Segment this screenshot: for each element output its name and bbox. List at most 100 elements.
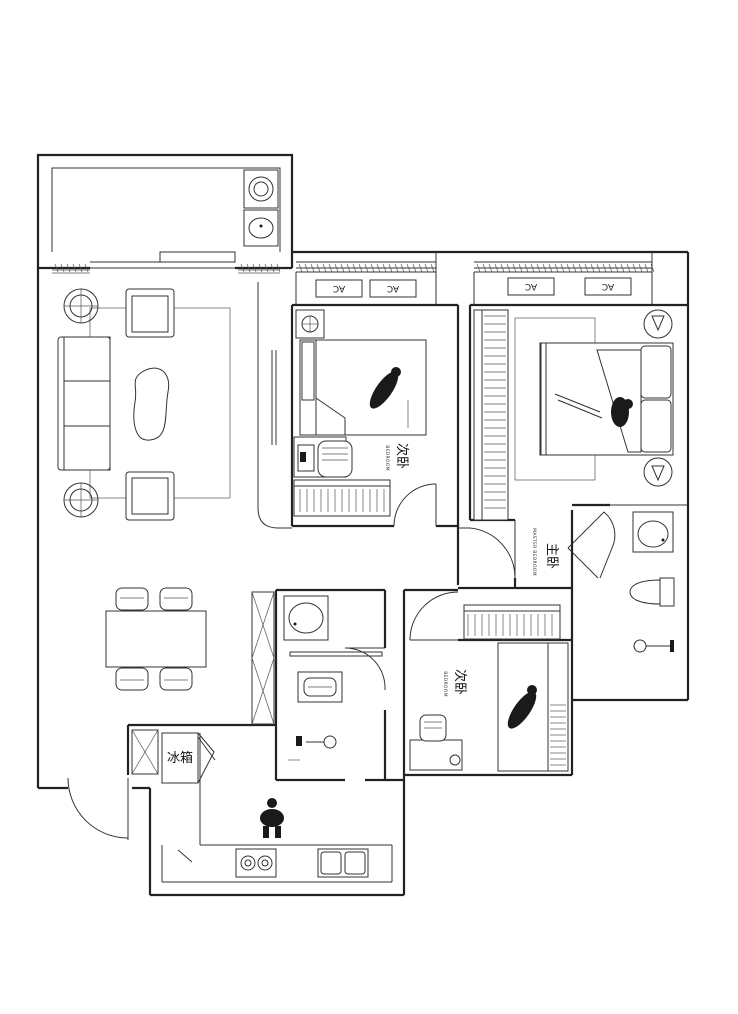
master-bath-toilet (629, 577, 675, 607)
window-hatch-mark (608, 263, 613, 273)
window-hatch-mark (590, 263, 595, 273)
window-hatch-mark (424, 263, 429, 273)
ac-label-3: AC (525, 281, 537, 291)
top-bedroom-desk (293, 436, 353, 478)
dining-table (105, 610, 207, 668)
master-bed (539, 342, 674, 456)
coffee-table (133, 367, 170, 441)
window-hatch-mark (548, 263, 553, 273)
balcony-sink (243, 209, 279, 247)
window-hatch-mark (346, 263, 351, 273)
guest-bath-sink (283, 595, 329, 641)
tall-cabinet (251, 591, 275, 725)
guest-bath-shower (288, 735, 337, 761)
window-hatch-mark (488, 263, 493, 273)
window-hatch-mark (638, 263, 643, 273)
room-en-second-bedroom-bottom: BEDROOM (442, 671, 448, 697)
window-hatch-mark (358, 263, 363, 273)
window-hatch-mark (328, 263, 333, 273)
window-hatch-mark (364, 263, 369, 273)
top-bedroom-nightstand (295, 309, 325, 339)
window-hatch-mark (340, 263, 345, 273)
window-hatch-mark (334, 263, 339, 273)
window-hatch-mark (370, 263, 375, 273)
top-bedroom-bed (299, 339, 427, 436)
window-hatch-mark (276, 263, 281, 273)
ac-units: AC AC AC AC (295, 252, 653, 305)
master-bedroom-label: 主卧 MASTER BEDROOM (531, 528, 559, 576)
window-hatch-mark (482, 263, 487, 273)
window-hatch-mark (626, 263, 631, 273)
window-hatch-mark (560, 263, 565, 273)
window-hatch-mark (644, 263, 649, 273)
fridge-label: 冰箱 (167, 750, 193, 766)
window-hatch-mark (476, 263, 481, 273)
bottom-bedroom-person (507, 685, 537, 729)
window-hatch-mark (310, 263, 315, 273)
kitchen-side-cabinet (131, 729, 159, 775)
window-hatch-mark (72, 263, 77, 273)
window-hatch-mark (388, 263, 393, 273)
window-hatch-mark (614, 263, 619, 273)
guest-bath-toilet (297, 671, 343, 703)
kitchen-person (260, 798, 284, 838)
top-bedroom-label: 次卧 BEDROOM (384, 443, 410, 471)
window-hatch-mark (584, 263, 589, 273)
window-hatch-mark (270, 263, 275, 273)
window-hatch-mark (530, 263, 535, 273)
window-hatch-mark (304, 263, 309, 273)
exterior-walls (36, 153, 690, 897)
window-hatch-mark (418, 263, 423, 273)
window-hatch-mark (322, 263, 327, 273)
top-bedroom-wardrobe (293, 479, 391, 517)
ac-unit-1 (315, 279, 363, 298)
window-hatch-mark (252, 263, 257, 273)
room-name-second-bedroom-top: 次卧 (394, 443, 410, 469)
ac-unit-3 (507, 277, 555, 296)
window-hatch-mark (430, 263, 435, 273)
window-hatch-mark (566, 263, 571, 273)
windows (52, 251, 655, 274)
master-bath-shower (633, 639, 674, 653)
window-hatch-left (52, 269, 280, 274)
window-hatch-mark (494, 263, 499, 273)
window-hatch-mark (620, 263, 625, 273)
top-bedroom-person (369, 367, 401, 409)
bottom-bedroom-label: 次卧 BEDROOM (442, 669, 468, 697)
window-hatch-mark (84, 263, 89, 273)
ac-label-1: AC (333, 283, 345, 293)
master-nightstand-bottom (643, 457, 673, 487)
washing-machine (243, 169, 279, 209)
window-hatch-mark (246, 263, 251, 273)
guest-bath-counter (289, 651, 383, 657)
window-hatch-mark (602, 263, 607, 273)
armchair-bottom (125, 471, 175, 521)
kitchen-sink (317, 848, 369, 878)
window-hatch-mark (78, 263, 83, 273)
window-hatch-mark (500, 263, 505, 273)
window-hatch-mark (512, 263, 517, 273)
window-hatch-mark (412, 263, 417, 273)
window-hatch-mark (406, 263, 411, 273)
master-wardrobe (473, 309, 509, 521)
window-hatch-mark (542, 263, 547, 273)
window-hatch-mark (632, 263, 637, 273)
window-hatch-mark (382, 263, 387, 273)
dining-chairs (115, 587, 193, 691)
window-hatch-mark (352, 263, 357, 273)
stove (235, 848, 277, 878)
window-hatch-mark (578, 263, 583, 273)
master-bath-sink (632, 511, 674, 553)
room-name-second-bedroom-bottom: 次卧 (452, 669, 468, 695)
interior-walls (126, 282, 688, 883)
window-hatch-mark (376, 263, 381, 273)
ac-unit-2 (369, 279, 417, 298)
window-hatch-mark (524, 263, 529, 273)
bottom-bedroom-bed (497, 642, 569, 772)
window-hatch-mark (518, 263, 523, 273)
room-en-second-bedroom-top: BEDROOM (384, 445, 390, 471)
master-bedroom-person (554, 393, 633, 427)
window-hatch-mark (572, 263, 577, 273)
armchair-top (125, 288, 175, 338)
bottom-bedroom-desk (409, 714, 463, 771)
